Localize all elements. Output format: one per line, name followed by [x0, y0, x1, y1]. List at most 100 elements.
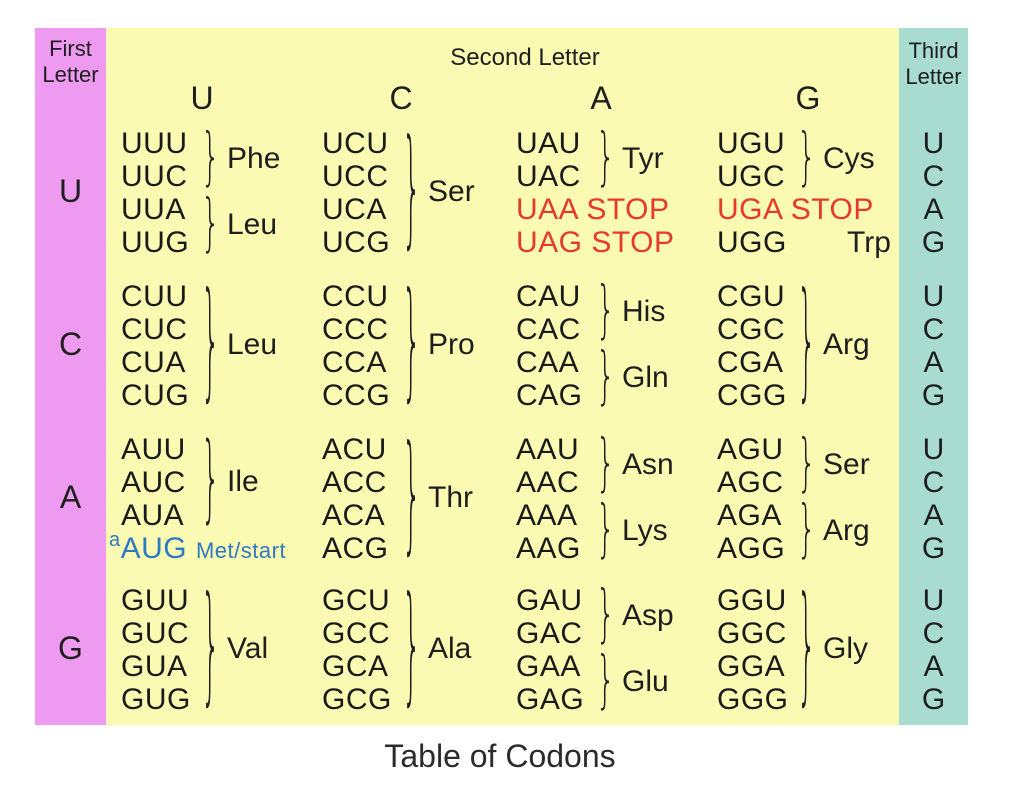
amino-acid-label: Ser	[823, 448, 870, 481]
second-letter-g: G	[795, 80, 821, 116]
codon: GUU	[121, 584, 190, 617]
codon: GUC	[121, 617, 190, 650]
third-letter-c: C	[922, 313, 945, 346]
codon: GUG	[121, 683, 191, 716]
amino-acid-label: Gln	[622, 361, 669, 394]
amino-acid-label: Asn	[622, 448, 674, 481]
codon: AAG	[516, 532, 581, 565]
amino-acid-label: Ile	[227, 464, 259, 498]
codon: UUA	[121, 193, 186, 226]
brace-icon: }	[201, 424, 221, 536]
first-letter-a: A	[59, 479, 82, 515]
brace-icon: }	[402, 572, 422, 722]
first-letter-g: G	[58, 630, 83, 666]
codon: CCC	[322, 313, 389, 346]
amino-acid-label: Lys	[622, 514, 668, 547]
first-letter-header: First Letter	[35, 36, 106, 88]
codon: CGC	[717, 313, 786, 346]
brace-icon: }	[596, 578, 616, 652]
codon: AGU	[717, 433, 784, 466]
second-letter-u: U	[190, 80, 214, 116]
first-letter-header-line2: Letter	[42, 62, 99, 87]
codon: CUA	[121, 346, 186, 379]
stop-codon: UAG STOP	[516, 226, 675, 259]
first-letter-header-line1: First	[49, 36, 92, 61]
codon: GAU	[516, 584, 583, 617]
start-amino-acid-label: Met/start	[195, 538, 287, 563]
codon: AGC	[717, 466, 784, 499]
brace-icon: }	[201, 121, 221, 195]
codon: CUU	[121, 280, 188, 313]
amino-acid-label: Pro	[428, 328, 475, 361]
third-letter-u: U	[922, 280, 945, 313]
third-letter-g: G	[921, 226, 946, 259]
first-letter-c: C	[58, 326, 83, 362]
codon: CAC	[516, 313, 581, 346]
codon: UCC	[322, 160, 389, 193]
codon: CAU	[516, 280, 581, 313]
codon: GGC	[717, 617, 787, 650]
brace-icon: }	[596, 493, 616, 567]
start-codon-label: AUG	[120, 532, 188, 565]
stop-codon: UAA STOP	[516, 193, 670, 226]
brace-icon: }	[797, 268, 817, 418]
third-letter-a: A	[923, 346, 944, 379]
codon: CGU	[717, 280, 786, 313]
amino-acid-label: Glu	[622, 665, 669, 698]
amino-acid-label: Arg	[823, 514, 870, 547]
third-letter-g: G	[921, 683, 946, 716]
codon: AUU	[121, 433, 186, 466]
brace-icon: }	[402, 268, 422, 418]
start-footnote-marker: a	[109, 529, 121, 551]
codon: ACG	[322, 532, 389, 565]
brace-icon: }	[402, 115, 422, 265]
amino-acid-label: Cys	[823, 142, 875, 175]
amino-acid-label: Gly	[823, 632, 868, 665]
brace-icon: }	[596, 427, 616, 501]
codon: ACA	[322, 499, 386, 532]
codon: AAC	[516, 466, 580, 499]
codon: AAA	[516, 499, 578, 532]
third-letter-column	[899, 28, 968, 725]
codon: AUA	[121, 499, 185, 532]
amino-acid-label: Ser	[428, 175, 475, 208]
brace-icon: }	[201, 268, 221, 418]
codon: CGG	[717, 379, 787, 412]
codon: AAU	[516, 433, 580, 466]
codon: GGA	[717, 650, 786, 683]
codon: GAC	[516, 617, 583, 650]
third-letter-g: G	[921, 532, 946, 565]
amino-acid-label: Asp	[622, 599, 674, 632]
third-letter-c: C	[922, 160, 945, 193]
third-letter-a: A	[923, 193, 944, 226]
stop-codon: UGA STOP	[717, 193, 874, 226]
codon: UUG	[121, 226, 190, 259]
codon: CCU	[322, 280, 389, 313]
third-letter-u: U	[922, 584, 945, 617]
brace-icon: }	[797, 427, 817, 501]
codon: AGA	[717, 499, 782, 532]
third-letter-u: U	[922, 127, 945, 160]
codon: UCA	[322, 193, 387, 226]
codon: UGU	[717, 127, 786, 160]
third-letter-c: C	[922, 466, 945, 499]
amino-acid-label: Val	[227, 632, 269, 665]
amino-acid-label: Arg	[823, 328, 870, 361]
codon-table-area	[106, 28, 899, 725]
codon: GAG	[516, 683, 585, 716]
amino-acid-label: Phe	[227, 142, 281, 175]
codon: CUG	[121, 379, 190, 412]
second-letter-c: C	[389, 80, 413, 116]
first-letter-u: U	[58, 173, 83, 209]
third-letter-u: U	[922, 433, 945, 466]
brace-icon: }	[201, 572, 221, 722]
codon: GGU	[717, 584, 787, 617]
codon: UGG	[717, 226, 787, 259]
codon: UCU	[322, 127, 389, 160]
codon: CCA	[322, 346, 387, 379]
codon: CGA	[717, 346, 784, 379]
brace-icon: }	[596, 121, 616, 195]
